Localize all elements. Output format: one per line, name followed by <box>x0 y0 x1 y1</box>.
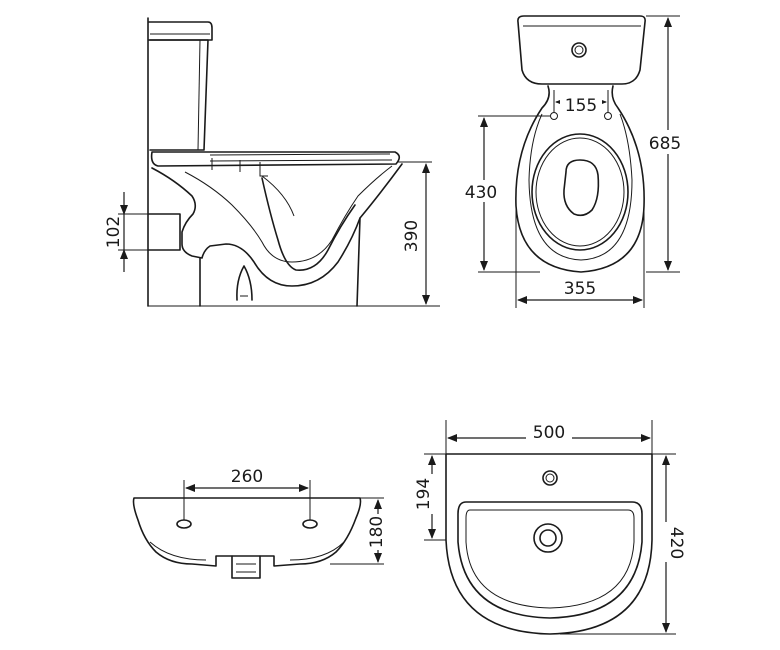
seat-bolt-hole-icon <box>550 112 558 120</box>
dim-label-500: 500 <box>533 423 565 443</box>
dim-rim-height: 390 <box>398 161 432 305</box>
dim-seat-bolt-spacing: 155 <box>553 90 609 116</box>
dim-label-102: 102 <box>104 216 124 248</box>
dim-basin-height: 180 <box>330 497 390 565</box>
basin-top-view <box>445 453 653 635</box>
dim-label-685: 685 <box>649 134 681 154</box>
dim-basin-width: 500 <box>445 420 653 454</box>
toilet-side-view <box>147 17 440 307</box>
basin-mounting-hole-icon <box>176 519 192 529</box>
drain-hole-icon <box>533 523 563 553</box>
dim-toilet-depth: 685 <box>646 15 686 273</box>
basin-mounting-hole-icon <box>302 519 318 529</box>
dim-label-260: 260 <box>231 467 263 487</box>
flush-button-icon <box>571 42 587 58</box>
dim-toilet-width: 355 <box>515 206 645 308</box>
basin-front-view <box>132 497 362 579</box>
tap-hole-icon <box>542 470 558 486</box>
dim-bowl-depth: 430 <box>458 115 550 273</box>
dim-tap-hole-offset: 194 <box>414 453 446 541</box>
dim-label-180: 180 <box>367 516 387 548</box>
dim-label-155: 155 <box>565 96 597 116</box>
dim-label-194: 194 <box>414 478 434 510</box>
dim-basin-depth: 420 <box>560 453 686 635</box>
dim-label-390: 390 <box>402 220 422 252</box>
dim-drain-height: 102 <box>104 192 180 272</box>
dim-basin-bolt-spacing: 260 <box>183 467 311 520</box>
toilet-top-view <box>515 15 646 273</box>
seat-bolt-hole-icon <box>604 112 612 120</box>
dim-label-430: 430 <box>465 183 497 203</box>
dim-label-420: 420 <box>666 527 686 559</box>
dim-label-355: 355 <box>564 279 596 299</box>
